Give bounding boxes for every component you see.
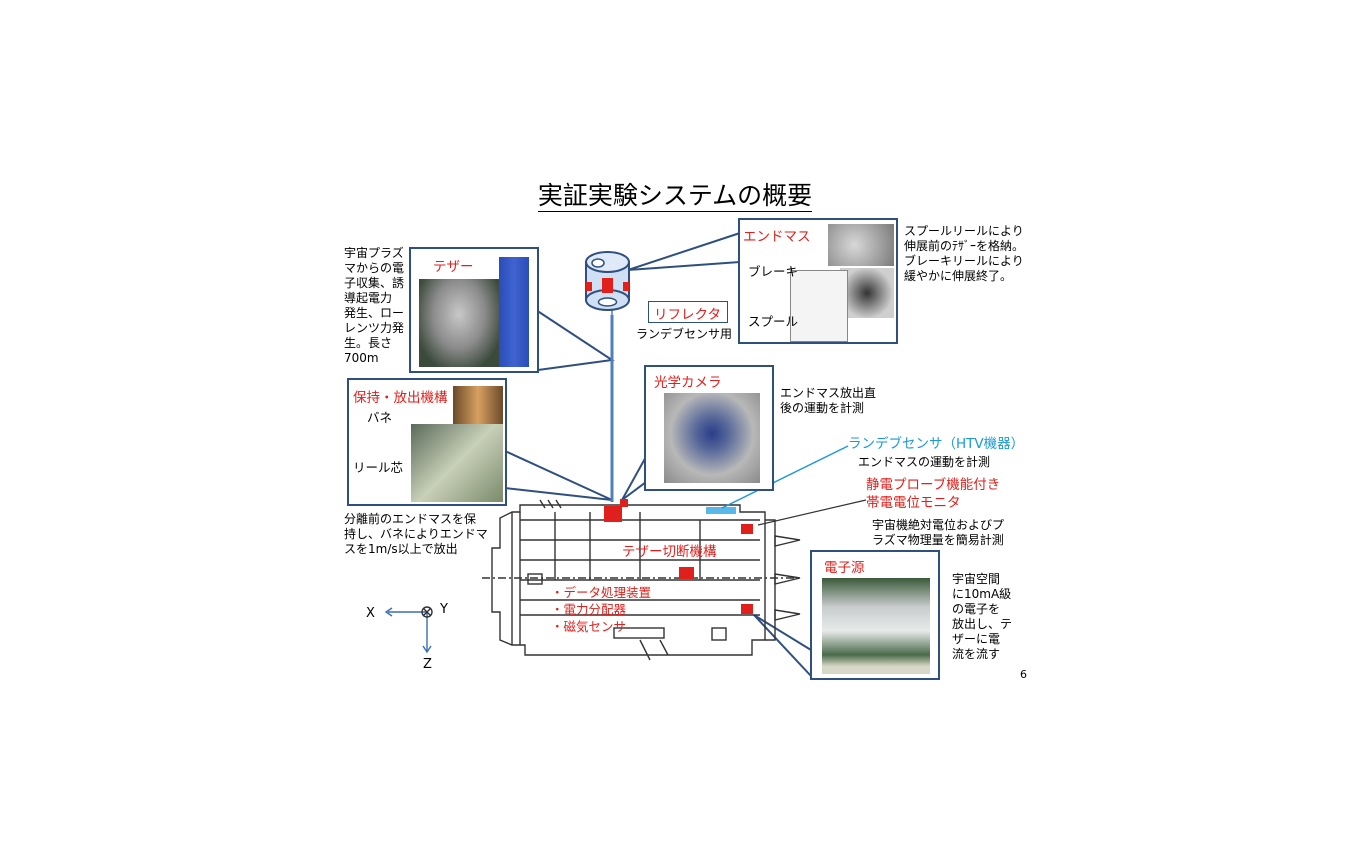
camera-panel: 光学カメラ: [644, 365, 774, 491]
endmass-drawing: [790, 270, 848, 342]
spool-photo: [840, 268, 894, 318]
camera-heading: 光学カメラ: [654, 375, 722, 391]
axis-x-label: X: [366, 606, 375, 621]
reel-label: リール芯: [353, 460, 404, 475]
endmass-callout: [627, 232, 741, 271]
electron-description: 宇宙空間に10mA級 の電子を放出し、テ ザーに電流を流す: [952, 572, 1013, 661]
endmass-photo: [828, 224, 894, 266]
cutter-label: テザー切断機構: [622, 544, 717, 560]
brake-label: ブレーキ: [748, 264, 799, 279]
holder-callout: [504, 450, 613, 501]
holder-photo: [411, 424, 503, 502]
rendezvous-description: エンドマスの運動を計測: [858, 455, 991, 469]
electron-panel: 電子源: [810, 550, 940, 680]
htv-module: [482, 499, 801, 661]
camera-photo: [664, 393, 760, 483]
axis-z-label: Z: [423, 657, 432, 672]
rendezvous-sensor-mark: [706, 507, 736, 514]
electrostatic-description: 宇宙機絶対電位およびプラズマ物理量を簡易計測: [872, 518, 1005, 547]
reflector-label-box: リフレクタ: [648, 301, 728, 323]
spool-label: スプール: [748, 314, 799, 329]
rendezvous-heading: ランデブセンサ（HTV機器）: [848, 436, 1025, 452]
spring-label: バネ: [367, 410, 393, 425]
tether-callout: [535, 309, 615, 371]
tether-strand-photo: [499, 257, 529, 367]
electron-callout: [753, 614, 812, 677]
holder-panel: 保持・放出機構 バネ リール芯: [347, 378, 507, 506]
endmass-heading: エンドマス: [743, 229, 811, 245]
tether-panel: テザー: [409, 247, 539, 373]
electrostatic-heading: 静電プローブ機能付き帯電電位モニタ: [866, 477, 1001, 511]
electron-source-photo: [822, 578, 930, 674]
endmass-panel: エンドマス ブレーキ スプール: [738, 218, 898, 344]
page-number: 6: [1020, 668, 1027, 681]
cutter-mark: [604, 506, 622, 522]
axis-y-label: Y: [440, 602, 448, 617]
internal-items: ・データ処理装置・電力分配器・磁気センサ: [551, 585, 652, 634]
internal-mark: [679, 567, 694, 579]
holder-description: 分離前のエンドマスを保持し、バネによりエンドマスを1m/s以上で放出: [344, 512, 488, 556]
reflector-label: リフレクタ: [654, 307, 721, 323]
tether-heading: テザー: [433, 259, 474, 275]
axis-indicator: [384, 606, 433, 654]
tether-spool-photo: [419, 279, 499, 367]
holder-heading: 保持・放出機構: [353, 390, 448, 406]
camera-description: エンドマス放出直後の運動を計測: [780, 386, 877, 415]
endmass-cylinder: [585, 251, 630, 311]
reflector-sub: ランデブセンサ用: [636, 327, 733, 341]
page-title: 実証実験システムの概要: [537, 181, 813, 212]
electron-heading: 電子源: [824, 560, 865, 576]
endmass-description: スプールリールにより伸展前のﾃｻﾞｰを格納。 ブレーキリールにより緩やかに伸展終…: [904, 224, 1025, 283]
